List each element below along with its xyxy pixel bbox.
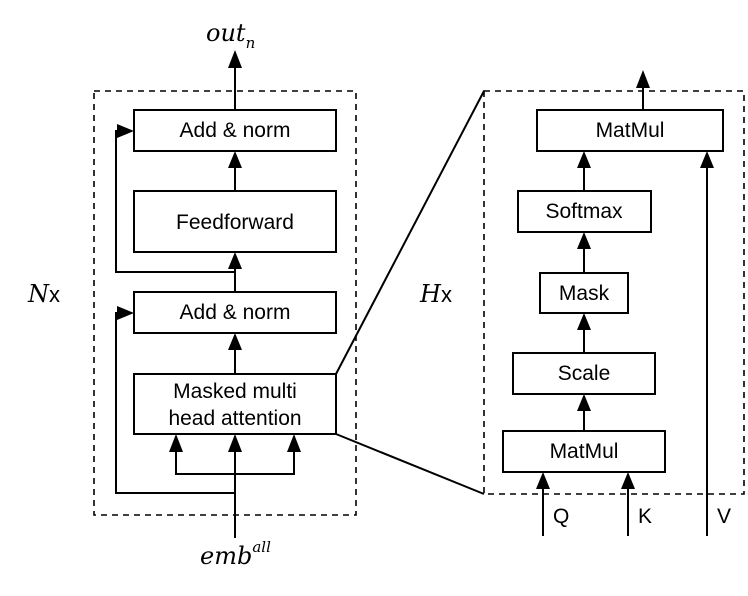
q-input-arrowhead xyxy=(536,472,550,489)
output-arrowhead xyxy=(228,50,242,68)
decoder-repeat-label: Nx xyxy=(27,280,60,308)
residual-bottom-arrowhead xyxy=(117,306,134,320)
mask-to-softmax-arrowhead xyxy=(577,232,591,249)
residual-top-arrowhead xyxy=(117,124,134,138)
detail-output-arrowhead xyxy=(636,70,650,88)
q-input-label: Q xyxy=(553,505,569,528)
v-input-label: V xyxy=(717,505,731,528)
add-norm-bottom-label: Add & norm xyxy=(180,301,291,324)
input-center-arrowhead xyxy=(228,434,242,452)
matmul-to-scale-arrowhead xyxy=(577,394,591,411)
matmul-bottom-box xyxy=(502,430,666,473)
softmax-label: Softmax xyxy=(545,200,623,223)
attn-to-addnorm-arrowhead xyxy=(228,333,242,350)
feedforward-box xyxy=(133,190,337,253)
input-left-arrowhead xyxy=(169,434,183,452)
addnorm-to-ff-arrowhead xyxy=(228,252,242,269)
softmax-box xyxy=(517,190,652,233)
scale-label: Scale xyxy=(558,362,611,385)
zoom-line-lower xyxy=(335,433,485,495)
qkv-fork-connector xyxy=(175,452,295,475)
v-input-arrowhead xyxy=(700,151,714,168)
scale-to-mask-arrowhead xyxy=(577,313,591,330)
add-norm-top-label: Add & norm xyxy=(180,119,291,142)
attention-detail-frame xyxy=(483,90,745,495)
scale-box xyxy=(512,352,656,395)
mask-label: Mask xyxy=(559,282,610,305)
matmul-top-box xyxy=(536,109,724,152)
ff-to-addnorm-arrowhead xyxy=(228,151,242,168)
zoom-line-upper xyxy=(335,90,485,375)
softmax-to-matmul-arrowhead xyxy=(577,151,591,168)
matmul-bottom-label: MatMul xyxy=(550,440,619,463)
masked-attention-label-line2: head attention xyxy=(168,407,301,430)
masked-attention-box xyxy=(133,373,337,435)
input-right-arrowhead xyxy=(287,434,301,452)
feedforward-label: Feedforward xyxy=(176,211,294,234)
matmul-top-label: MatMul xyxy=(596,119,665,142)
attention-repeat-label: Hx xyxy=(419,280,452,308)
k-input-arrowhead xyxy=(621,472,635,489)
k-input-label: K xyxy=(638,505,652,528)
mask-box xyxy=(539,272,629,314)
output-label: outn xyxy=(206,19,255,52)
masked-attention-label-line1: Masked multi xyxy=(173,380,297,403)
input-embedding-label: emball xyxy=(200,538,271,570)
decoder-stack-frame xyxy=(93,90,357,516)
